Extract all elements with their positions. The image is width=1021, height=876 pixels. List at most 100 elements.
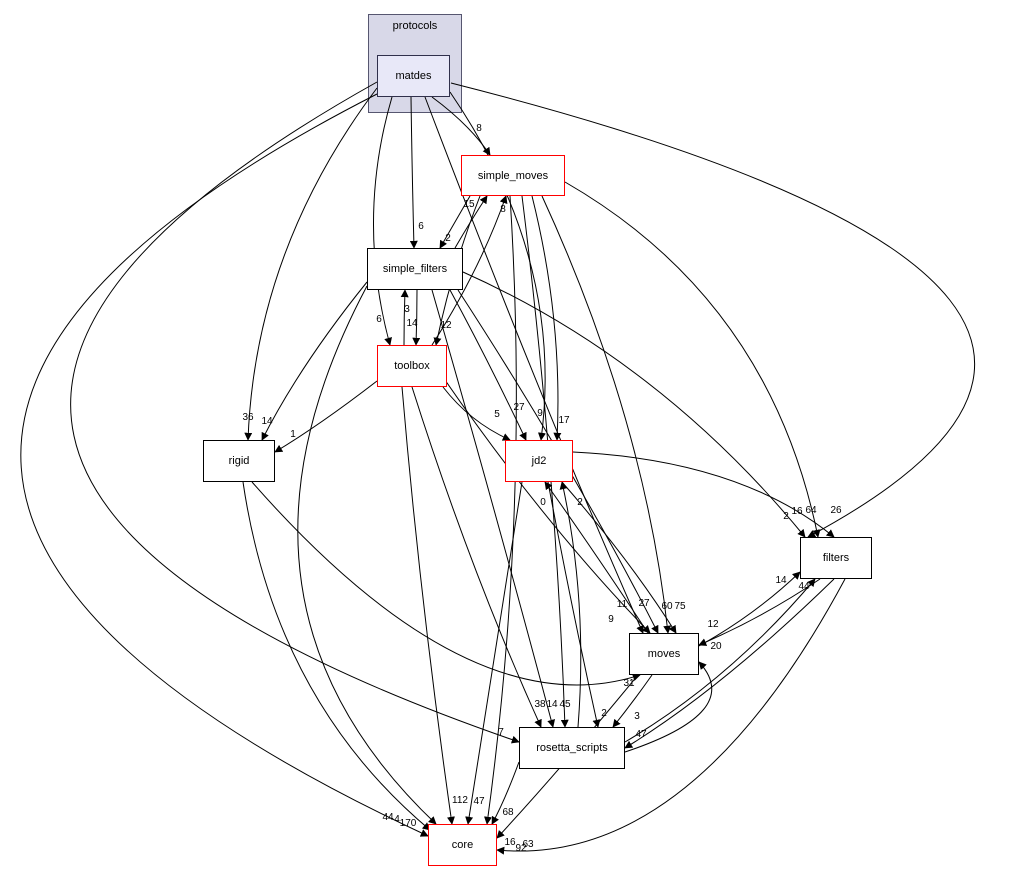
edge-label-rosetta_scripts-filters: 44: [798, 581, 810, 592]
node-rigid[interactable]: rigid: [203, 440, 275, 482]
edge-moves-filters: [698, 571, 801, 647]
node-rosetta-scripts[interactable]: rosetta_scripts: [519, 727, 625, 769]
node-moves[interactable]: moves: [629, 633, 699, 675]
edge-label-simple_filters-jd2: 27: [513, 402, 525, 413]
edge-label-filters-moves: 12: [707, 619, 719, 630]
edge-toolbox-rosetta_scripts: [411, 386, 542, 728]
edge-jd2-core: [465, 481, 523, 825]
edge-label-matdes-moves: 9: [608, 614, 614, 625]
cluster-protocols-label: protocols: [392, 20, 438, 32]
edge-label-matdes-simple_filters: 6: [418, 221, 424, 232]
node-matdes-label: matdes: [395, 70, 432, 82]
edge-label-simple_moves-rosetta_scripts: 45: [559, 699, 571, 710]
node-jd2-label: jd2: [531, 455, 547, 467]
edge-rosetta_scripts-moves: [624, 661, 713, 753]
edge-simple_filters-core: [297, 285, 437, 825]
edge-simple_moves-moves: [541, 195, 672, 634]
edge-jd2-moves: [561, 481, 677, 634]
edge-label-matdes-core: 170: [400, 818, 417, 829]
edge-label-jd2-moves: 75: [674, 601, 686, 612]
edge-label-toolbox-jd2: 5: [494, 409, 500, 420]
edge-rigid-moves: [251, 481, 641, 686]
edge-label-simple_moves-simple_filters: 2: [445, 233, 451, 244]
edge-label-toolbox-simple_moves: 8: [500, 204, 506, 215]
edge-label-rosetta_scripts-moves: 20: [710, 641, 722, 652]
edge-label-toolbox-rosetta_scripts: 38: [534, 699, 546, 710]
edge-matdes-toolbox: [373, 96, 393, 346]
edge-label-matdes-simple_moves: 8: [476, 123, 482, 134]
edge-moves-rosetta_scripts: [612, 674, 653, 728]
edge-label-moves-rosetta_scripts: 3: [634, 711, 640, 722]
edge-label-moves-jd2: 0: [540, 497, 546, 508]
edge-label-rigid-core: 4: [394, 814, 400, 825]
edge-label-simple_filters-moves: 27: [638, 598, 650, 609]
edge-label-moves-core: 63: [522, 839, 534, 850]
edge-label-matdes-toolbox: 6: [376, 314, 382, 325]
edge-rosetta_scripts-jd2: [559, 481, 582, 728]
edge-label-rosetta_scripts-jd2: 2: [577, 497, 583, 508]
node-moves-label: moves: [647, 648, 681, 660]
edge-simple_moves-core: [484, 195, 517, 825]
edge-toolbox-moves: [444, 379, 651, 634]
node-rigid-label: rigid: [228, 455, 250, 467]
edge-toolbox-simple_filters: [400, 289, 409, 346]
edge-label-filters-rosetta_scripts: 47: [635, 729, 647, 740]
edge-label-rosetta_scripts-core: 16: [504, 837, 516, 848]
node-simple-filters[interactable]: simple_filters: [367, 248, 463, 290]
edge-label-rigid-moves: 31: [623, 678, 635, 689]
edge-matdes-moves: [424, 96, 644, 634]
edge-rosetta_scripts-filters: [624, 578, 816, 743]
edge-matdes-simple_filters: [409, 96, 418, 249]
edge-label-toolbox-moves: 11: [617, 599, 628, 610]
edge-simple_filters-jd2: [449, 289, 527, 441]
edge-filters-rosetta_scripts: [624, 578, 835, 749]
edge-label-simple_filters-toolbox: 14: [406, 318, 418, 329]
edge-matdes-core: [20, 93, 429, 837]
node-toolbox-label: toolbox: [394, 360, 430, 372]
node-jd2[interactable]: jd2: [505, 440, 573, 482]
edge-label-simple_moves-moves: 60: [661, 601, 673, 612]
node-core[interactable]: core: [428, 824, 497, 866]
edge-label-filters-core: 92: [515, 843, 527, 854]
edge-simple_filters-toolbox: [412, 289, 421, 346]
edge-label-toolbox-rigid: 1: [290, 429, 296, 440]
edge-matdes-simple_moves: [431, 96, 491, 156]
edge-rigid-core: [242, 481, 431, 831]
node-filters-label: filters: [822, 552, 850, 564]
edge-matdes-jd2: [449, 91, 546, 441]
node-simple-moves[interactable]: simple_moves: [461, 155, 565, 196]
node-simple-filters-label: simple_filters: [382, 263, 448, 275]
edge-label-simple_moves-core: 68: [502, 807, 514, 818]
edge-label-moves-filters: 14: [775, 575, 787, 586]
edge-toolbox-rigid: [274, 380, 378, 453]
edge-filters-moves: [698, 578, 821, 646]
edge-label-simple_filters-rosetta_scripts: 14: [546, 699, 558, 710]
edge-label-jd2-filters: 26: [830, 505, 842, 516]
edge-filters-core: [496, 578, 846, 855]
node-filters[interactable]: filters: [800, 537, 872, 579]
edge-matdes-rigid: [244, 87, 378, 441]
edge-simple_moves-filters: [564, 181, 821, 538]
node-rosetta-scripts-label: rosetta_scripts: [536, 742, 608, 754]
node-toolbox[interactable]: toolbox: [377, 345, 447, 387]
node-core-label: core: [451, 839, 474, 851]
node-matdes[interactable]: matdes: [377, 55, 450, 97]
edge-label-matdes-rosetta_scripts: 7: [498, 727, 504, 738]
edge-label-simple_filters-core: 44: [382, 812, 394, 823]
edge-label-toolbox-core: 112: [452, 795, 468, 806]
edge-simple_moves-simple_filters: [439, 195, 471, 249]
edge-label-simple_moves-filters: 64: [805, 505, 817, 516]
edge-label-matdes-jd2: 9: [537, 408, 543, 419]
edge-label-simple_moves-jd2: 17: [558, 415, 570, 426]
edge-toolbox-core: [401, 386, 455, 825]
edge-jd2-rosetta_scripts: [547, 481, 601, 728]
edge-label-jd2-core: 47: [473, 796, 485, 807]
edge-label-matdes-filters: 2: [783, 511, 789, 522]
edge-simple_filters-rigid: [261, 281, 368, 441]
edge-label-simple_filters-rigid: 14: [261, 416, 273, 427]
edge-label-matdes-rigid: 36: [242, 412, 254, 423]
edge-jd2-filters: [572, 451, 835, 538]
edge-label-jd2-rosetta_scripts: 2: [601, 708, 607, 719]
